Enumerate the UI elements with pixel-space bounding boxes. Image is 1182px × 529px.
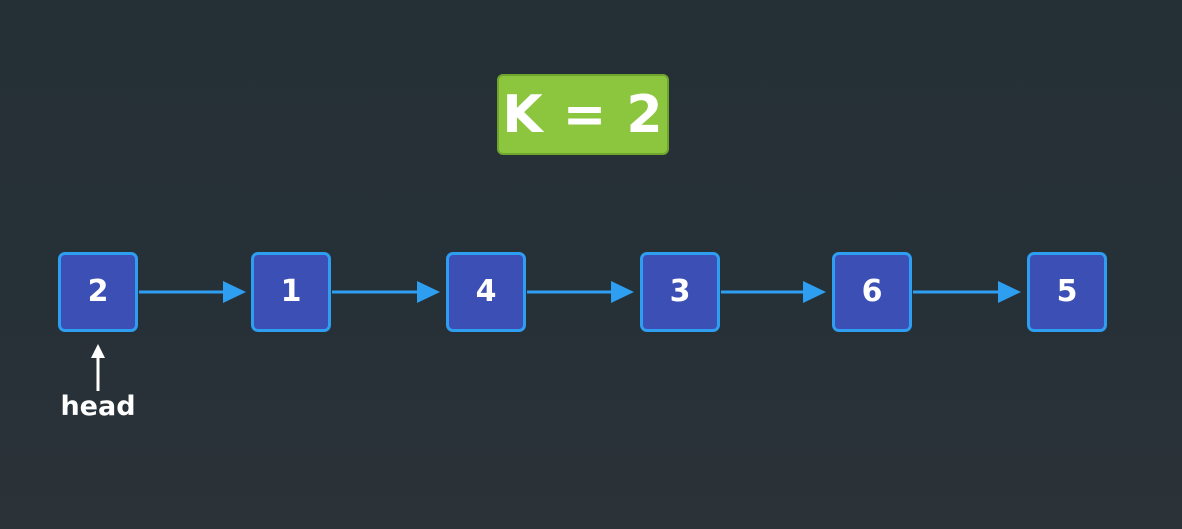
head-pointer-arrow: [91, 344, 105, 391]
k-value-badge: K = 2: [497, 74, 669, 155]
list-node: 3: [640, 252, 720, 332]
node-value: 6: [861, 274, 883, 309]
next-arrow-1: [139, 281, 246, 303]
list-node: 5: [1027, 252, 1107, 332]
list-node: 6: [832, 252, 912, 332]
next-arrow-2: [332, 281, 440, 303]
node-value: 2: [87, 274, 109, 309]
next-arrow-3: [527, 281, 634, 303]
next-arrow-4: [721, 281, 826, 303]
head-pointer-label: head: [60, 391, 136, 422]
node-value: 3: [669, 274, 691, 309]
list-node: 4: [446, 252, 526, 332]
k-value-text: K = 2: [502, 84, 664, 145]
node-value: 1: [280, 274, 302, 309]
node-value: 5: [1056, 274, 1078, 309]
list-node: 1: [251, 252, 331, 332]
node-value: 4: [475, 274, 497, 309]
list-node: 2: [58, 252, 138, 332]
next-arrow-5: [913, 281, 1021, 303]
